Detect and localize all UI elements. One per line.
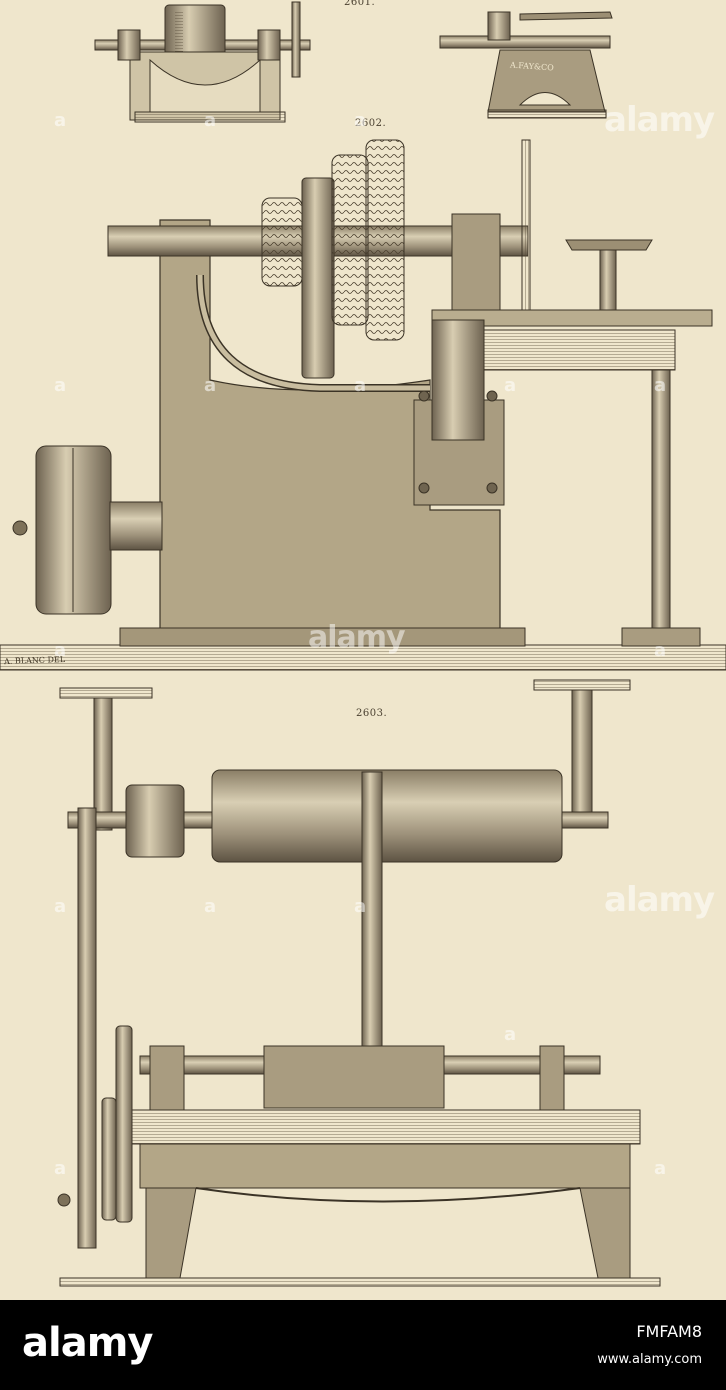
watermark-mark: a — [204, 110, 217, 131]
watermark-mark: a — [54, 1158, 67, 1179]
watermark-mark: a — [54, 896, 67, 917]
watermark-mark: a — [204, 896, 217, 917]
watermark-mark: a — [654, 375, 667, 396]
watermark-mark: a — [354, 896, 367, 917]
watermark-mark: a — [354, 110, 367, 131]
engraving-plate: 2601. 2602. 2603. A.FAY&CO A. BLANC DEL … — [0, 0, 726, 1300]
figure-2602-machine — [0, 139, 726, 671]
engraving-illustration — [0, 1, 726, 1287]
watermark-mark: a — [504, 1024, 517, 1045]
watermark-mark: a — [654, 1158, 667, 1179]
figure-number-2602: 2602. — [355, 118, 387, 129]
watermark-brand: alamy — [308, 620, 406, 655]
watermark-mark: a — [504, 375, 517, 396]
footer-url[interactable]: www.alamy.com — [597, 1352, 702, 1367]
figure-number-2601: 2601. — [344, 0, 376, 8]
footer-bar: alamy FMFAM8 www.alamy.com — [0, 1300, 726, 1390]
watermark-mark: a — [354, 375, 367, 396]
watermark-brand: alamy — [604, 100, 715, 140]
figure-2603-lathe — [57, 679, 661, 1287]
figure-number-2603: 2603. — [356, 708, 388, 719]
watermark-mark: a — [204, 375, 217, 396]
footer-logo: alamy — [22, 1320, 153, 1366]
watermark-mark: a — [54, 640, 67, 661]
watermark-mark: a — [54, 375, 67, 396]
figure-2601-spindle — [94, 1, 311, 123]
image-id: FMFAM8 — [636, 1322, 702, 1341]
figure-2601-rest — [439, 11, 613, 119]
watermark-mark: a — [54, 110, 67, 131]
watermark-mark: a — [654, 640, 667, 661]
watermark-brand: alamy — [604, 880, 715, 920]
